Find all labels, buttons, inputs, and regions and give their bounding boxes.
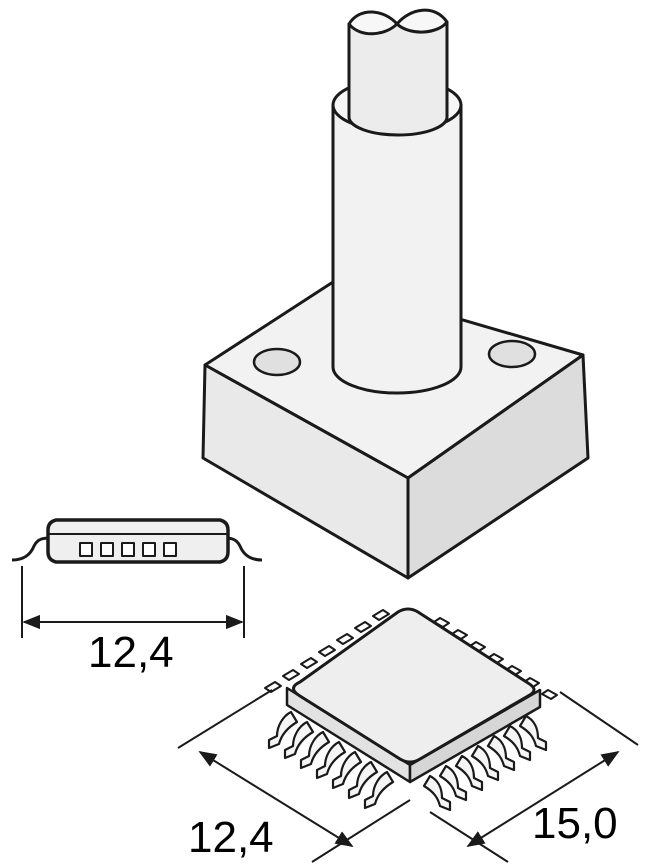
nozzle-pipe-break [347, 8, 449, 36]
chip-side-view [11, 518, 263, 638]
qfp-chip [264, 607, 558, 812]
mounting-hole-right [487, 339, 537, 369]
side-width-label: 12,4 [88, 628, 174, 677]
qfp-body-top [292, 607, 536, 764]
qfp-dimensions [177, 689, 639, 863]
qfp-ext-line-d [429, 811, 509, 863]
qfp-ext-line-a [177, 689, 273, 749]
chip-side-body [46, 518, 230, 564]
chip-side-lead-left [11, 536, 53, 562]
nozzle-pipe [347, 20, 449, 137]
qfp-depth-label: 15,0 [532, 799, 618, 848]
qfp-depth-dimension-line [466, 751, 620, 847]
mounting-hole-left [252, 347, 302, 377]
nozzle-shaft [331, 103, 463, 395]
chip-side-pins [79, 542, 177, 557]
qfp-width-label: 12,4 [188, 813, 274, 862]
nozzle-base-right-face [406, 353, 590, 580]
qfp-ext-line-b [311, 799, 411, 863]
qfp-width-dimension-line [198, 751, 354, 847]
qfp-ext-line-c [559, 691, 639, 746]
qfp-back-leads-left [264, 609, 390, 693]
nozzle [201, 8, 590, 580]
